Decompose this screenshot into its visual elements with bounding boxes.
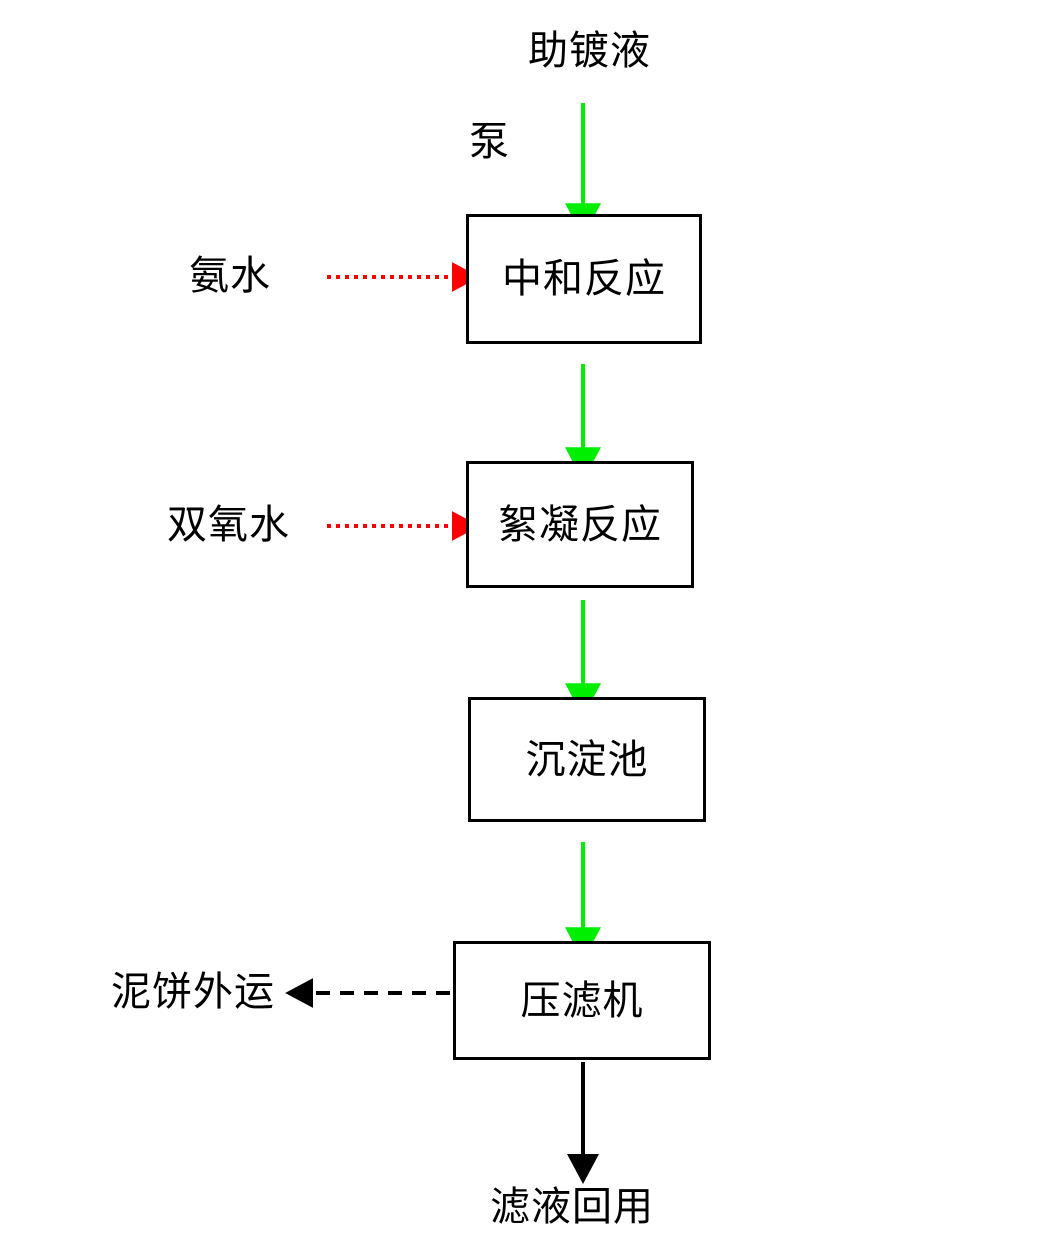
reagent-label-ammonia: 氨水 — [189, 253, 271, 298]
process-box-sedimentation-tank-label: 沉淀池 — [525, 736, 649, 782]
process-box-neutralization-label: 中和反应 — [502, 256, 666, 301]
output-label-filtrate-reuse: 滤液回用 — [490, 1184, 654, 1229]
process-box-filter-press[interactable]: 压滤机 — [453, 941, 711, 1060]
output-label-sludge-cake: 泥饼外运 — [111, 969, 275, 1014]
process-box-flocculation-label: 絮凝反应 — [498, 501, 662, 547]
pump-label: 泵 — [469, 119, 510, 164]
process-box-neutralization[interactable]: 中和反应 — [466, 214, 702, 344]
process-box-sedimentation-tank[interactable]: 沉淀池 — [468, 697, 706, 822]
process-box-flocculation[interactable]: 絮凝反应 — [466, 461, 694, 588]
process-box-filter-press-label: 压滤机 — [520, 977, 644, 1023]
feed-solution-title: 助镀液 — [528, 28, 651, 73]
reagent-label-hydrogen-peroxide: 双氧水 — [167, 502, 290, 547]
